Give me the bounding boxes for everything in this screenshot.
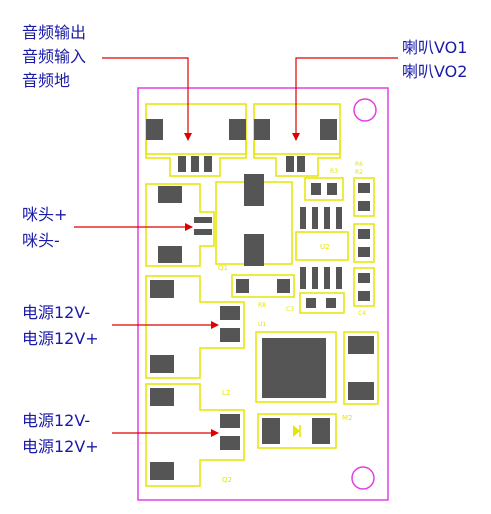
- silk-l2: L2: [222, 389, 230, 397]
- r8-pad: [236, 279, 249, 293]
- diode-pad: [348, 336, 374, 354]
- resistor-pad: [358, 247, 370, 257]
- led-outline: [257, 413, 337, 449]
- mic-pad: [158, 246, 182, 263]
- silk-r8: R8: [258, 302, 266, 309]
- mic-pin: [194, 229, 212, 235]
- mounting-hole-bottom: [351, 466, 375, 490]
- led-pad: [312, 418, 330, 444]
- silk-r3: R3: [330, 168, 338, 175]
- label-audio-in: 音频输入: [22, 47, 87, 66]
- label-mic-plus: 咪头+: [22, 205, 68, 224]
- label-mic-minus: 咪头-: [22, 231, 60, 250]
- u1-outline: [295, 231, 349, 261]
- resistor-pad: [327, 183, 337, 195]
- speaker-pin: [297, 156, 305, 172]
- label-speaker-vo1: 喇叭VO1: [402, 38, 468, 57]
- board-outline: [137, 87, 389, 501]
- audio-pin: [178, 156, 186, 172]
- audio-pin: [204, 156, 212, 172]
- silk-u2: U2: [320, 243, 330, 251]
- power1-pin: [220, 328, 240, 342]
- silk-q1: Q1: [218, 264, 228, 272]
- silk-r6: R6: [355, 161, 363, 168]
- diode-pad: [348, 382, 374, 400]
- audio-connector-pad: [146, 119, 163, 140]
- r8-outline: [231, 274, 295, 298]
- speaker-connector-pad: [254, 119, 270, 140]
- resistor-pad: [358, 183, 370, 193]
- mic-connector: [145, 183, 215, 267]
- speaker-connector-pad: [320, 119, 337, 140]
- mounting-hole-top: [353, 98, 377, 122]
- silk-u1: U1: [258, 321, 266, 328]
- label-speaker-vo2: 喇叭VO2: [402, 62, 468, 81]
- label-power2-plus: 电源12V+: [22, 437, 99, 456]
- label-power1-plus: 电源12V+: [22, 329, 99, 348]
- label-audio-out: 音频输出: [22, 23, 87, 42]
- silk-m2: M2: [342, 414, 353, 422]
- silk-c4: C4: [358, 310, 366, 317]
- resistor-outline: [353, 177, 375, 217]
- callout-arrows: [74, 57, 398, 437]
- power1-pad: [150, 280, 174, 298]
- silk-q2: Q2: [222, 476, 232, 484]
- power2-pad: [150, 388, 174, 406]
- inductor-outline: [255, 331, 337, 403]
- u1-pins: [300, 207, 342, 289]
- power1-pin: [220, 306, 240, 320]
- r8-pad: [277, 279, 290, 293]
- silk-r2: R2: [355, 169, 363, 176]
- c3-pad: [326, 298, 336, 308]
- led-pad: [262, 418, 280, 444]
- mic-pad: [158, 186, 182, 203]
- speaker-pin: [286, 156, 294, 172]
- label-audio-gnd: 音频地: [22, 71, 71, 90]
- capacitor-outline: [353, 267, 375, 307]
- q1-pad-bottom: [244, 234, 264, 266]
- label-power2-minus: 电源12V-: [22, 411, 91, 430]
- label-power1-minus: 电源12V-: [22, 303, 91, 322]
- c3-outline: [299, 292, 345, 314]
- resistor-outline: [304, 177, 344, 201]
- audio-connector-pad: [229, 119, 246, 140]
- capacitor-pad: [358, 273, 370, 283]
- power2-pin: [220, 436, 240, 450]
- power-connector-2: [145, 383, 245, 487]
- inductor-body: [262, 338, 326, 398]
- resistor-pad: [358, 229, 370, 239]
- power-connector-1: [145, 275, 245, 379]
- c3-pad: [306, 298, 316, 308]
- diode-outline: [343, 331, 379, 405]
- resistor-pad: [311, 183, 321, 195]
- mic-pin: [194, 217, 212, 223]
- silk-c3: C3: [286, 306, 294, 313]
- resistor-pad: [358, 201, 370, 211]
- power1-pad: [150, 355, 174, 373]
- q1-pad-top: [244, 174, 264, 206]
- capacitor-pad: [358, 291, 370, 301]
- led-symbol-icon: [293, 425, 300, 437]
- audio-pin: [191, 156, 199, 172]
- resistor-outline: [353, 223, 375, 263]
- power2-pin: [220, 414, 240, 428]
- power2-pad: [150, 462, 174, 480]
